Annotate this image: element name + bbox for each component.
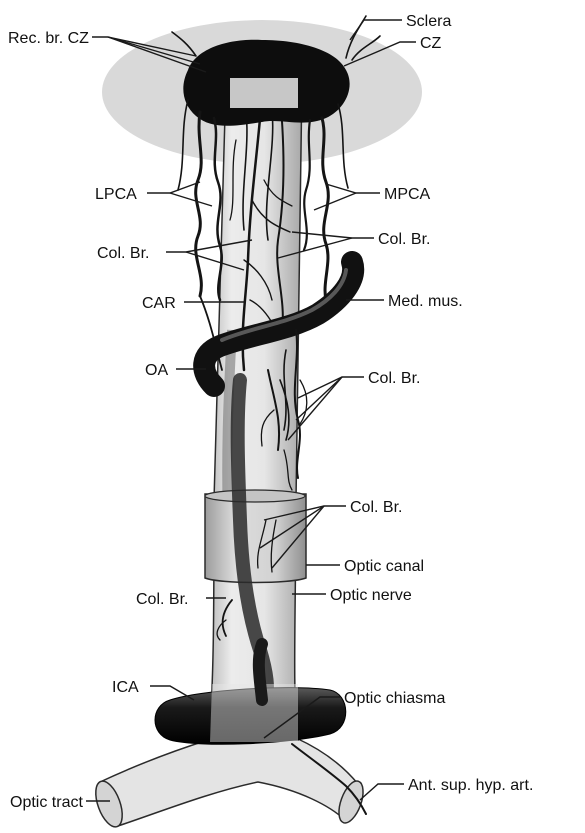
label-med-mus: Med. mus. (388, 293, 463, 310)
label-ica: ICA (112, 679, 139, 696)
label-optic-nerve: Optic nerve (330, 587, 412, 604)
optic-canal-band (205, 494, 306, 583)
ica-to-oa-link (259, 644, 262, 700)
label-mpca: MPCA (384, 186, 431, 203)
label-car: CAR (142, 295, 176, 312)
label-optic-canal: Optic canal (344, 558, 424, 575)
label-sclera: Sclera (406, 13, 451, 30)
nerve-over-ica (210, 684, 298, 742)
label-optic-tract: Optic tract (10, 794, 83, 811)
label-lpca: LPCA (95, 186, 137, 203)
label-col-br-right-upper: Col. Br. (378, 231, 430, 248)
label-col-br-lower-left: Col. Br. (136, 591, 188, 608)
label-rec-br-cz: Rec. br. CZ (8, 30, 89, 47)
label-cz: CZ (420, 35, 442, 52)
label-col-br-right-middle: Col. Br. (368, 370, 420, 387)
label-ant-sup-hyp-art: Ant. sup. hyp. art. (408, 777, 533, 794)
label-col-br-left-upper: Col. Br. (97, 245, 149, 262)
label-oa: OA (145, 362, 168, 379)
optic-chiasma-shape (100, 738, 358, 826)
optic-canal-top (205, 490, 305, 502)
label-optic-chiasma: Optic chiasma (344, 690, 445, 707)
nerve-head (230, 78, 298, 108)
label-col-br-canal: Col. Br. (350, 499, 402, 516)
